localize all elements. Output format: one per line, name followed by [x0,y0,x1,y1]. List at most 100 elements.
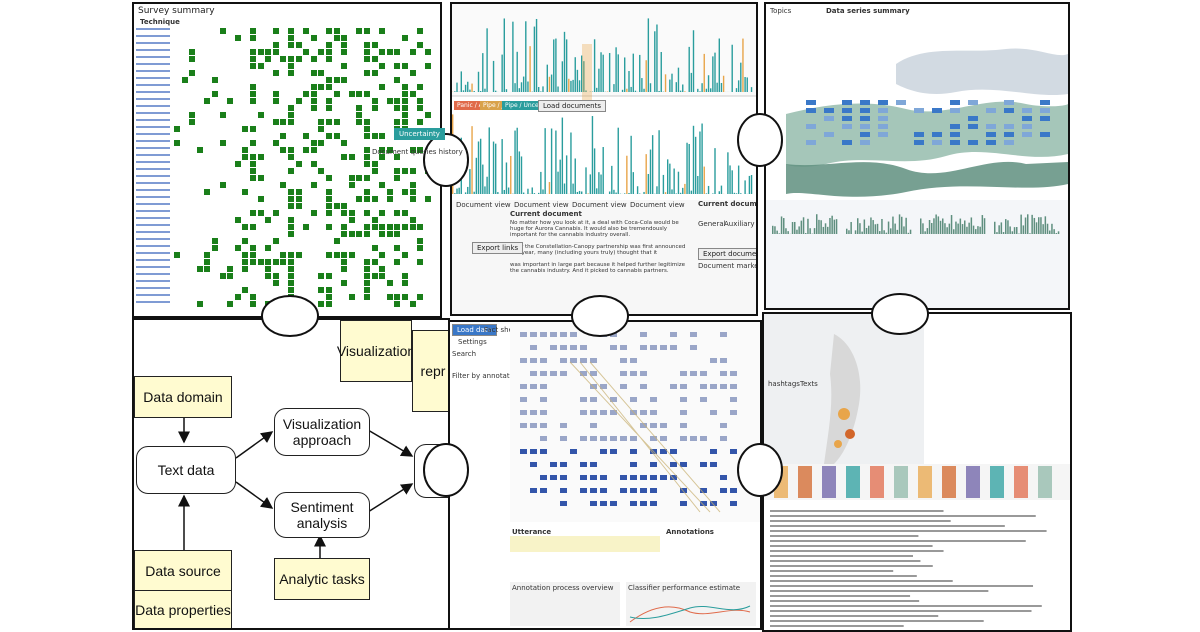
survey-cell [326,133,332,139]
overview-title: Annotation process overview [512,584,613,592]
survey-cell [189,112,195,118]
survey-cell [326,252,332,258]
hashtags-label: hashtags [768,380,800,388]
annotation-cell [610,332,617,337]
timeline-bar [527,82,528,92]
timeline-bar [600,175,601,194]
survey-cell [372,42,378,48]
doc-view-tab-3[interactable]: Document view [572,201,627,209]
survey-cell [326,210,332,216]
timeline-bar [693,30,694,92]
annotation-cell [540,371,547,376]
survey-cell [364,175,370,181]
survey-cell [273,259,279,265]
timeline-bar [476,158,477,194]
survey-cell [334,133,340,139]
mini-bar [924,231,926,234]
timeline-bar [714,148,715,194]
texts-label[interactable]: Texts [800,380,818,388]
timeline-bar [609,53,610,92]
hashtag-column [942,466,956,498]
stream-marker [842,124,852,129]
mini-bar [944,223,946,234]
survey-cell [372,161,378,167]
survey-cell [273,119,279,125]
doc-view-tab-1[interactable]: Document view [456,201,511,209]
survey-cell [318,273,324,279]
timeline-bar [697,89,698,92]
timeline-bar [527,189,528,194]
timeline-bar [704,54,705,92]
annotation-cell [520,397,527,402]
current-document-title: Current document [510,210,582,218]
timeline-bar [669,80,670,92]
doc-view-tab-4[interactable]: Document view [630,201,685,209]
survey-cell [311,210,317,216]
survey-cell [334,252,340,258]
annotation-cell [570,358,577,363]
timeline-bar [486,28,487,92]
timeline-bar [523,193,524,194]
timeline-bar [613,84,614,92]
survey-cell [326,189,332,195]
stream-marker [878,132,888,137]
annotation-cell [530,488,537,493]
annotation-cell [530,371,537,376]
uncertainty-chip[interactable]: Uncertainty [394,128,445,140]
annotation-cell [600,475,607,480]
annotation-cell [700,371,707,376]
survey-cell [280,252,286,258]
annotation-cell [560,501,567,506]
survey-cell [417,98,423,104]
timeline-bar [665,192,666,194]
timeline-bar [581,191,582,194]
timeline-bar [568,79,569,92]
mini-bar [942,218,944,234]
doc-tab-general[interactable]: General [698,220,726,228]
export-links-button[interactable]: Export links [472,242,523,254]
timeline-bar [671,189,672,194]
timeline-bar [708,75,709,92]
timeline-bar [727,152,728,194]
survey-cell [417,42,423,48]
survey-cell [402,105,408,111]
survey-cell [288,119,294,125]
survey-cell [273,28,279,34]
annotation-cell [610,449,617,454]
survey-row-marker [136,161,170,163]
stream-marker [860,100,870,105]
survey-cell [311,140,317,146]
survey-cell [273,49,279,55]
annotation-cell [550,332,557,337]
node-sentiment-analysis: Sentiment analysis [274,492,370,538]
annotation-cell [630,488,637,493]
timeline-bar [648,18,649,92]
survey-row-marker [136,112,170,114]
stream-marker [806,140,816,145]
annotation-cell [730,397,737,402]
hashtag-column [894,466,908,498]
doc-tab-auxiliary[interactable]: Auxiliary [724,220,755,228]
survey-cell [394,259,400,265]
annotation-cell [540,475,547,480]
timeline-bar [486,177,487,194]
mini-bar [977,226,979,234]
timeline-bar [648,174,649,194]
annotation-cell [690,345,697,350]
survey-cell [258,175,264,181]
mini-bar [922,223,924,234]
timeline-bar [484,89,485,92]
mini-bar [1009,226,1011,234]
survey-cell [288,168,294,174]
export-document-button[interactable]: Export document [698,248,758,260]
survey-cell [394,224,400,230]
survey-cell [250,126,256,132]
survey-cell [349,217,355,223]
load-documents-button[interactable]: Load documents [538,100,606,112]
mini-bar [776,231,778,234]
survey-cell [364,147,370,153]
mini-bar [984,218,986,234]
survey-cell [402,224,408,230]
mini-bar [1049,231,1051,234]
doc-view-tab-2[interactable]: Document view [514,201,569,209]
